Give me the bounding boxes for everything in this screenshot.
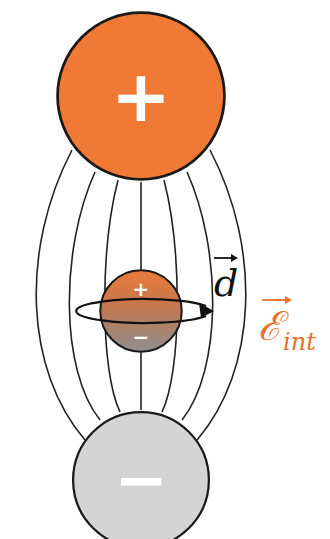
charge-sign: − <box>114 448 168 512</box>
arrow-head <box>199 303 214 318</box>
loop-arrow <box>76 299 206 323</box>
dipole-label: d <box>214 264 238 302</box>
charge-circle: − <box>71 410 211 539</box>
vector-arrow-head <box>231 254 238 262</box>
field-line <box>36 150 85 440</box>
charge-sign: + <box>111 60 171 132</box>
charge-circle: +− <box>99 269 183 353</box>
charge-sign: − <box>133 327 150 347</box>
field-line <box>69 172 100 420</box>
field-subscript: int <box>283 330 316 354</box>
field-label: ℰ <box>258 306 282 346</box>
field-line <box>182 172 213 420</box>
field-line <box>197 150 246 440</box>
vector-arrow-head <box>285 296 292 304</box>
charge-circle: + <box>55 10 227 182</box>
charge-sign: + <box>133 279 150 299</box>
